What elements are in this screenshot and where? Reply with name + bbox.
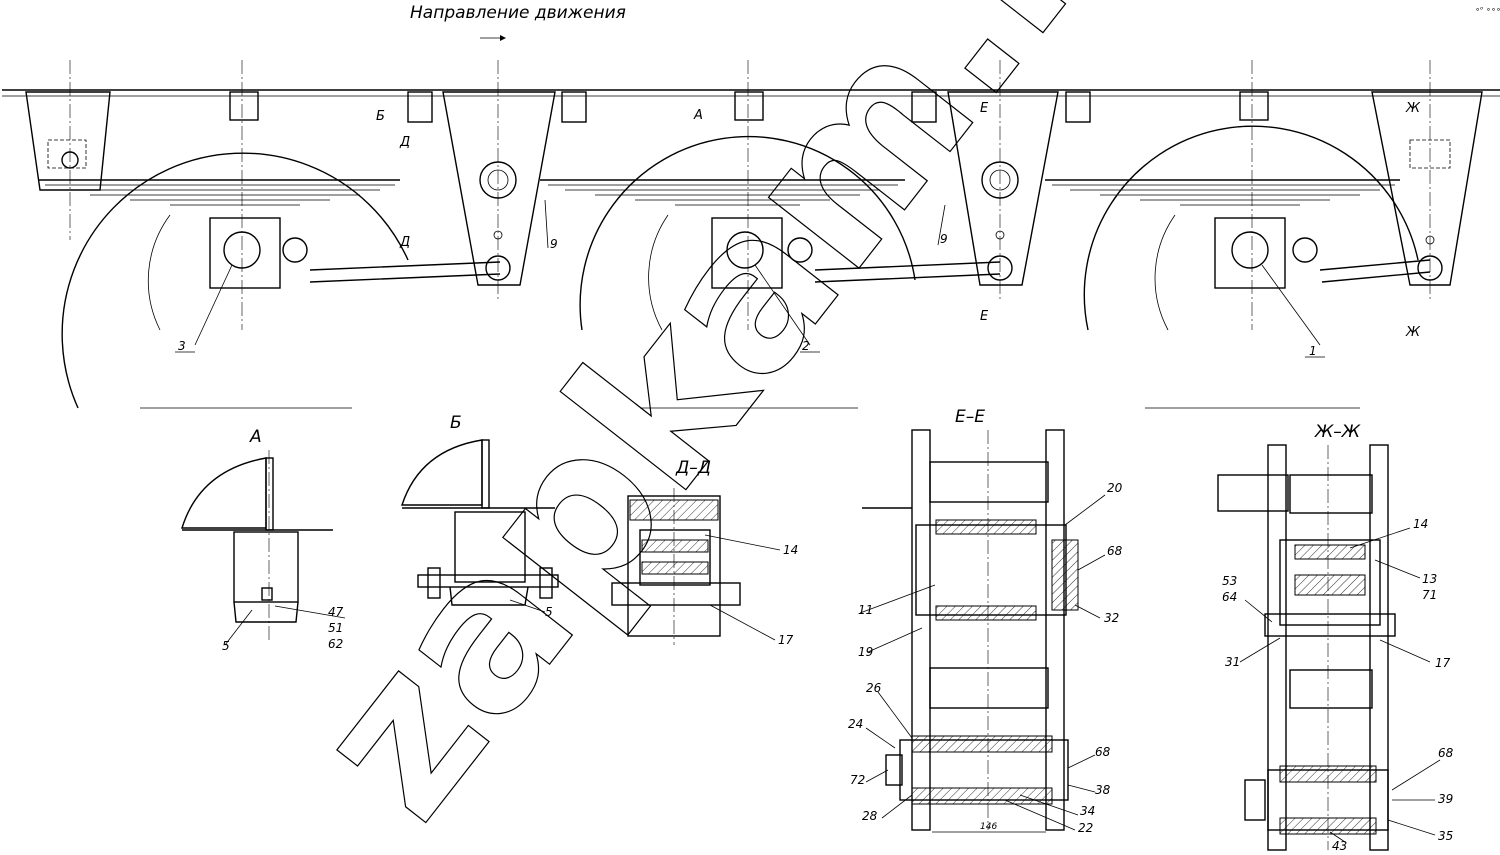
section-ee-title: Е–Е [955,407,985,427]
ee-callout-24: 24 [848,717,863,731]
leaf-spring-front [1045,60,1400,330]
axle-hub-front [1214,217,1318,289]
section-ee-drawing [862,429,1079,833]
ee-callout-26: 26 [866,681,882,695]
zh-callout-64: 64 [1222,590,1237,604]
ee-callout-72: 72 [850,773,865,787]
mark-a: А [693,108,703,123]
frame-beam [2,89,1500,97]
zh-callout-14: 14 [1413,517,1428,531]
ee-callout-11: 11 [858,603,873,617]
view-a-title: А [249,427,262,447]
ee-callout-20: 20 [1107,481,1123,495]
callout-1: 1 [1309,344,1317,358]
view-a-leaders [224,605,346,646]
leaf-spring-middle [540,60,905,330]
ee-callout-38: 38 [1095,783,1111,797]
section-zhzh-leaders [1239,527,1441,843]
ee-callout-19: 19 [858,645,873,659]
frame-stubs [229,91,1269,123]
zh-callout-17: 17 [1435,656,1451,670]
ee-callout-28: 28 [862,809,878,823]
section-zhzh-title: Ж–Ж [1314,422,1361,442]
callout-9a: 9 [550,237,558,251]
zh-callout-31: 31 [1225,655,1240,669]
zh-callout-39: 39 [1438,792,1453,806]
ee-dimension-146: 146 [980,822,997,832]
wheel-middle-axle [579,135,916,409]
dd-callout-14: 14 [783,543,798,557]
callout-2: 2 [802,339,810,353]
section-zhzh-drawing [1217,444,1396,851]
section-dd-drawing [611,488,741,645]
axle-hub-middle [711,217,813,289]
ee-callout-68a: 68 [1107,544,1123,558]
torque-rods [309,259,1431,283]
zh-callout-71: 71 [1422,588,1437,602]
zh-callout-43: 43 [1332,839,1347,853]
view-b-drawing [401,439,559,606]
section-ee-leaders [859,494,1106,831]
corner-mark: ∘ᵒ ∘∘∘ [1475,5,1500,14]
middle-hanger-2 [947,60,1059,300]
ee-callout-22: 22 [1078,821,1093,835]
view-b-leader [509,599,546,613]
ee-callout-34: 34 [1080,804,1095,818]
mark-d-top: Д [399,135,410,150]
view-a-callout-47: 47 [328,605,344,619]
callout-9b: 9 [940,232,948,246]
dd-callout-17: 17 [778,633,794,647]
direction-label: Направление движения [410,3,626,23]
mark-e-bottom: Е [980,309,989,324]
mark-d-bottom: Д [399,235,410,250]
mark-zh-top: Ж [1405,101,1421,116]
section-dd-title: Д–Д [675,458,711,478]
callout-3: 3 [178,339,186,353]
direction-arrow-icon [480,35,506,41]
view-a-callout-62: 62 [328,637,343,651]
view-a-drawing [181,450,333,640]
section-dd-leaders [704,534,781,641]
mark-e-top: Е [980,101,989,116]
zh-callout-53: 53 [1222,574,1237,588]
mark-zh-bottom: Ж [1405,325,1421,340]
ee-callout-68b: 68 [1095,745,1111,759]
wheel-front-axle [1083,125,1419,409]
view-b-title: Б [450,413,462,433]
view-b-callout-5: 5 [545,605,553,619]
zh-callout-35: 35 [1438,829,1453,843]
middle-hanger-1 [442,60,556,300]
wheel-rear-axle [61,152,409,409]
view-a-callout-5: 5 [222,639,230,653]
zh-callout-68: 68 [1438,746,1454,760]
mark-b: Б [376,109,385,124]
axle-hub-rear [209,217,308,289]
ee-callout-32: 32 [1104,611,1119,625]
watermark: zapkam.ru [266,0,1227,855]
leaf-spring-rear [38,60,400,330]
rear-hanger [25,60,111,240]
zh-callout-13: 13 [1422,572,1437,586]
view-a-callout-51: 51 [328,621,343,635]
main-leaders [175,199,1325,358]
